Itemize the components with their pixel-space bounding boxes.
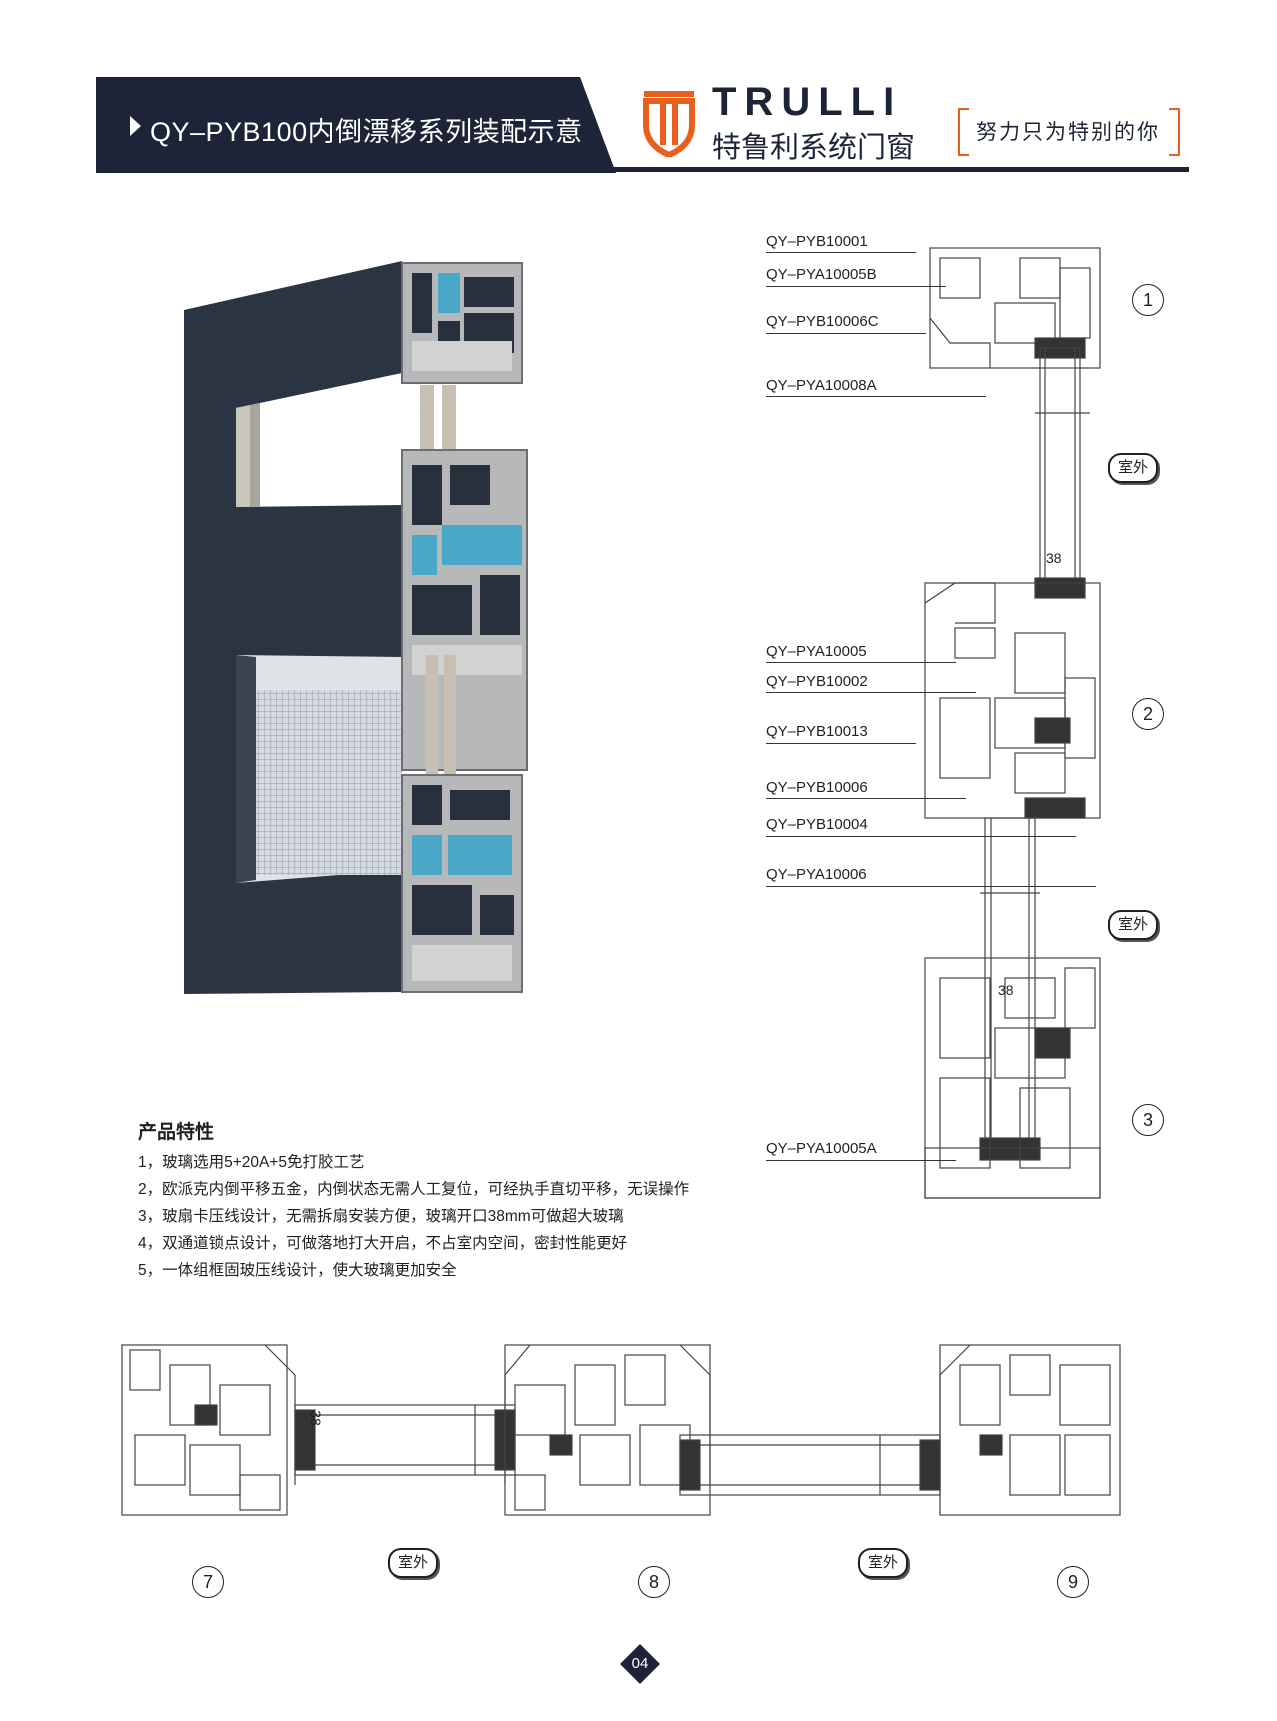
- outdoor-badge: 室外: [1108, 910, 1159, 940]
- feature-item: 1，玻璃选用5+20A+5免打胶工艺: [138, 1154, 365, 1171]
- leader-line: [766, 662, 956, 663]
- part-label: QY–PYA10008A: [766, 377, 877, 394]
- page-number: 04: [631, 1655, 649, 1672]
- part-label: QY–PYB10004: [766, 816, 868, 833]
- trulli-logo-icon: [643, 91, 695, 157]
- profile-section-top: [401, 262, 523, 384]
- feature-item: 3，玻扇卡压线设计，无需拆扇安装方便，玻璃开口38mm可做超大玻璃: [138, 1208, 624, 1225]
- profile-section-middle: [401, 449, 528, 771]
- part-label: QY–PYB10001: [766, 233, 868, 250]
- brand-subtitle: 特鲁利系统门窗: [712, 132, 916, 164]
- part-label: QY–PYB10002: [766, 673, 868, 690]
- outdoor-badge: 室外: [388, 1548, 439, 1578]
- page-title: QY–PYB100内倒漂移系列装配示意: [150, 117, 583, 147]
- features-heading: 产品特性: [138, 1122, 215, 1143]
- section-number-3: 3: [1132, 1104, 1164, 1136]
- part-label: QY–PYA10005: [766, 643, 867, 660]
- leader-line: [766, 798, 966, 799]
- slogan-bracket-right: [1169, 108, 1180, 156]
- section-number-2: 2: [1132, 698, 1164, 730]
- section-number-7: 7: [192, 1566, 224, 1598]
- section-number-1: 1: [1132, 284, 1164, 316]
- leader-line: [766, 886, 1096, 887]
- slogan-bracket-left: [958, 108, 969, 156]
- outdoor-badge: 室外: [858, 1548, 909, 1578]
- part-label: QY–PYB10013: [766, 723, 868, 740]
- slogan: 努力只为特别的你: [958, 108, 1180, 156]
- part-label: QY–PYA10006: [766, 866, 867, 883]
- section-number-8: 8: [638, 1566, 670, 1598]
- feature-item: 4，双通道锁点设计，可做落地打大开启，不占室内空间，密封性能更好: [138, 1235, 628, 1252]
- profile-section-bottom: [401, 774, 523, 993]
- header-band: [96, 77, 616, 173]
- leader-line: [766, 396, 986, 397]
- feature-item: 2，欧派克内倒平移五金，内倒状态无需人工复位，可经执手直切平移，无误操作: [138, 1181, 690, 1198]
- glass-gap-label-3: 38: [307, 1410, 324, 1426]
- part-label: QY–PYA10005A: [766, 1140, 877, 1157]
- vertical-section-drawing: [924, 247, 1101, 1199]
- leader-line: [766, 692, 976, 693]
- horizontal-section-drawing: [121, 1344, 1121, 1516]
- glass-gap-label-1: 38: [1046, 550, 1062, 566]
- section-number-9: 9: [1057, 1566, 1089, 1598]
- slogan-text: 努力只为特别的你: [976, 121, 1160, 144]
- part-label: QY–PYB10006: [766, 779, 868, 796]
- leader-line: [766, 1160, 956, 1161]
- leader-line: [766, 743, 916, 744]
- part-label: QY–PYB10006C: [766, 313, 879, 330]
- feature-item: 5，一体组框固玻压线设计，使大玻璃更加安全: [138, 1262, 457, 1279]
- part-label: QY–PYA10005B: [766, 266, 877, 283]
- page-number-badge: 04: [620, 1644, 660, 1684]
- window-profile-3d-render: [184, 261, 528, 994]
- leader-line: [766, 286, 946, 287]
- leader-line: [766, 252, 916, 253]
- play-arrow-icon: [130, 116, 141, 136]
- glass-gap-label-2: 38: [998, 982, 1014, 998]
- leader-line: [766, 333, 926, 334]
- header-rule: [96, 167, 1189, 172]
- outdoor-badge: 室外: [1108, 453, 1159, 483]
- leader-line: [766, 836, 1076, 837]
- brand-name: TRULLI: [712, 80, 903, 124]
